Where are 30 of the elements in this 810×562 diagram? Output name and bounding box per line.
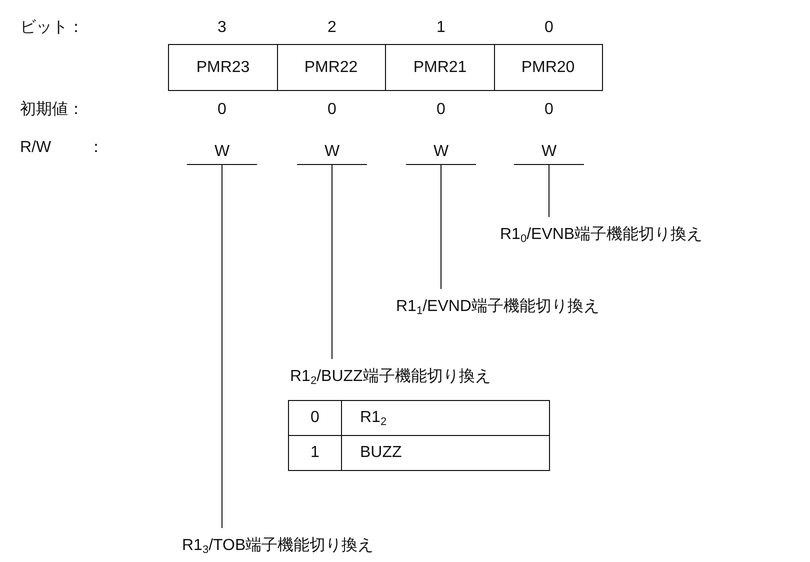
initial-value: 0 bbox=[436, 100, 446, 120]
table-cell: R1$_{2}$ bbox=[342, 400, 550, 436]
bit-number: 0 bbox=[544, 18, 554, 38]
function-description: R1$_{3}$/TOB端子機能切り換え bbox=[182, 536, 374, 556]
row-heading: ： bbox=[88, 138, 104, 158]
initial-value: 0 bbox=[328, 100, 336, 120]
bit-number: 3 bbox=[218, 18, 226, 38]
row-heading: ビット： bbox=[20, 18, 84, 38]
leader-line bbox=[548, 164, 550, 218]
register-bit-cell: PMR20 bbox=[494, 44, 603, 91]
register-bit-cell: PMR22 bbox=[277, 44, 386, 91]
access-label: W bbox=[187, 142, 257, 165]
access-label: W bbox=[406, 142, 476, 165]
table-cell: BUZZ bbox=[342, 436, 550, 470]
function-description: R1$_{2}$/BUZZ端子機能切り換え bbox=[290, 367, 491, 387]
function-description: R1$_{0}$/EVNB端子機能切り換え bbox=[500, 225, 703, 245]
bit-number: 2 bbox=[328, 18, 336, 38]
leader-line bbox=[440, 164, 442, 290]
initial-value: 0 bbox=[544, 100, 554, 120]
bit-number: 1 bbox=[436, 18, 446, 38]
register-bit-cell: PMR21 bbox=[386, 44, 495, 91]
initial-value: 0 bbox=[218, 100, 226, 120]
row-heading: 初期値： bbox=[20, 100, 84, 120]
access-label: W bbox=[297, 142, 367, 165]
table-cell: 0 bbox=[288, 400, 342, 436]
register-bit-cell: PMR23 bbox=[168, 44, 278, 91]
function-description: R1$_{1}$/EVND端子機能切り換え bbox=[396, 297, 600, 317]
row-heading: R/W bbox=[20, 138, 52, 158]
access-label: W bbox=[514, 142, 584, 165]
table-cell: 1 bbox=[288, 436, 342, 470]
